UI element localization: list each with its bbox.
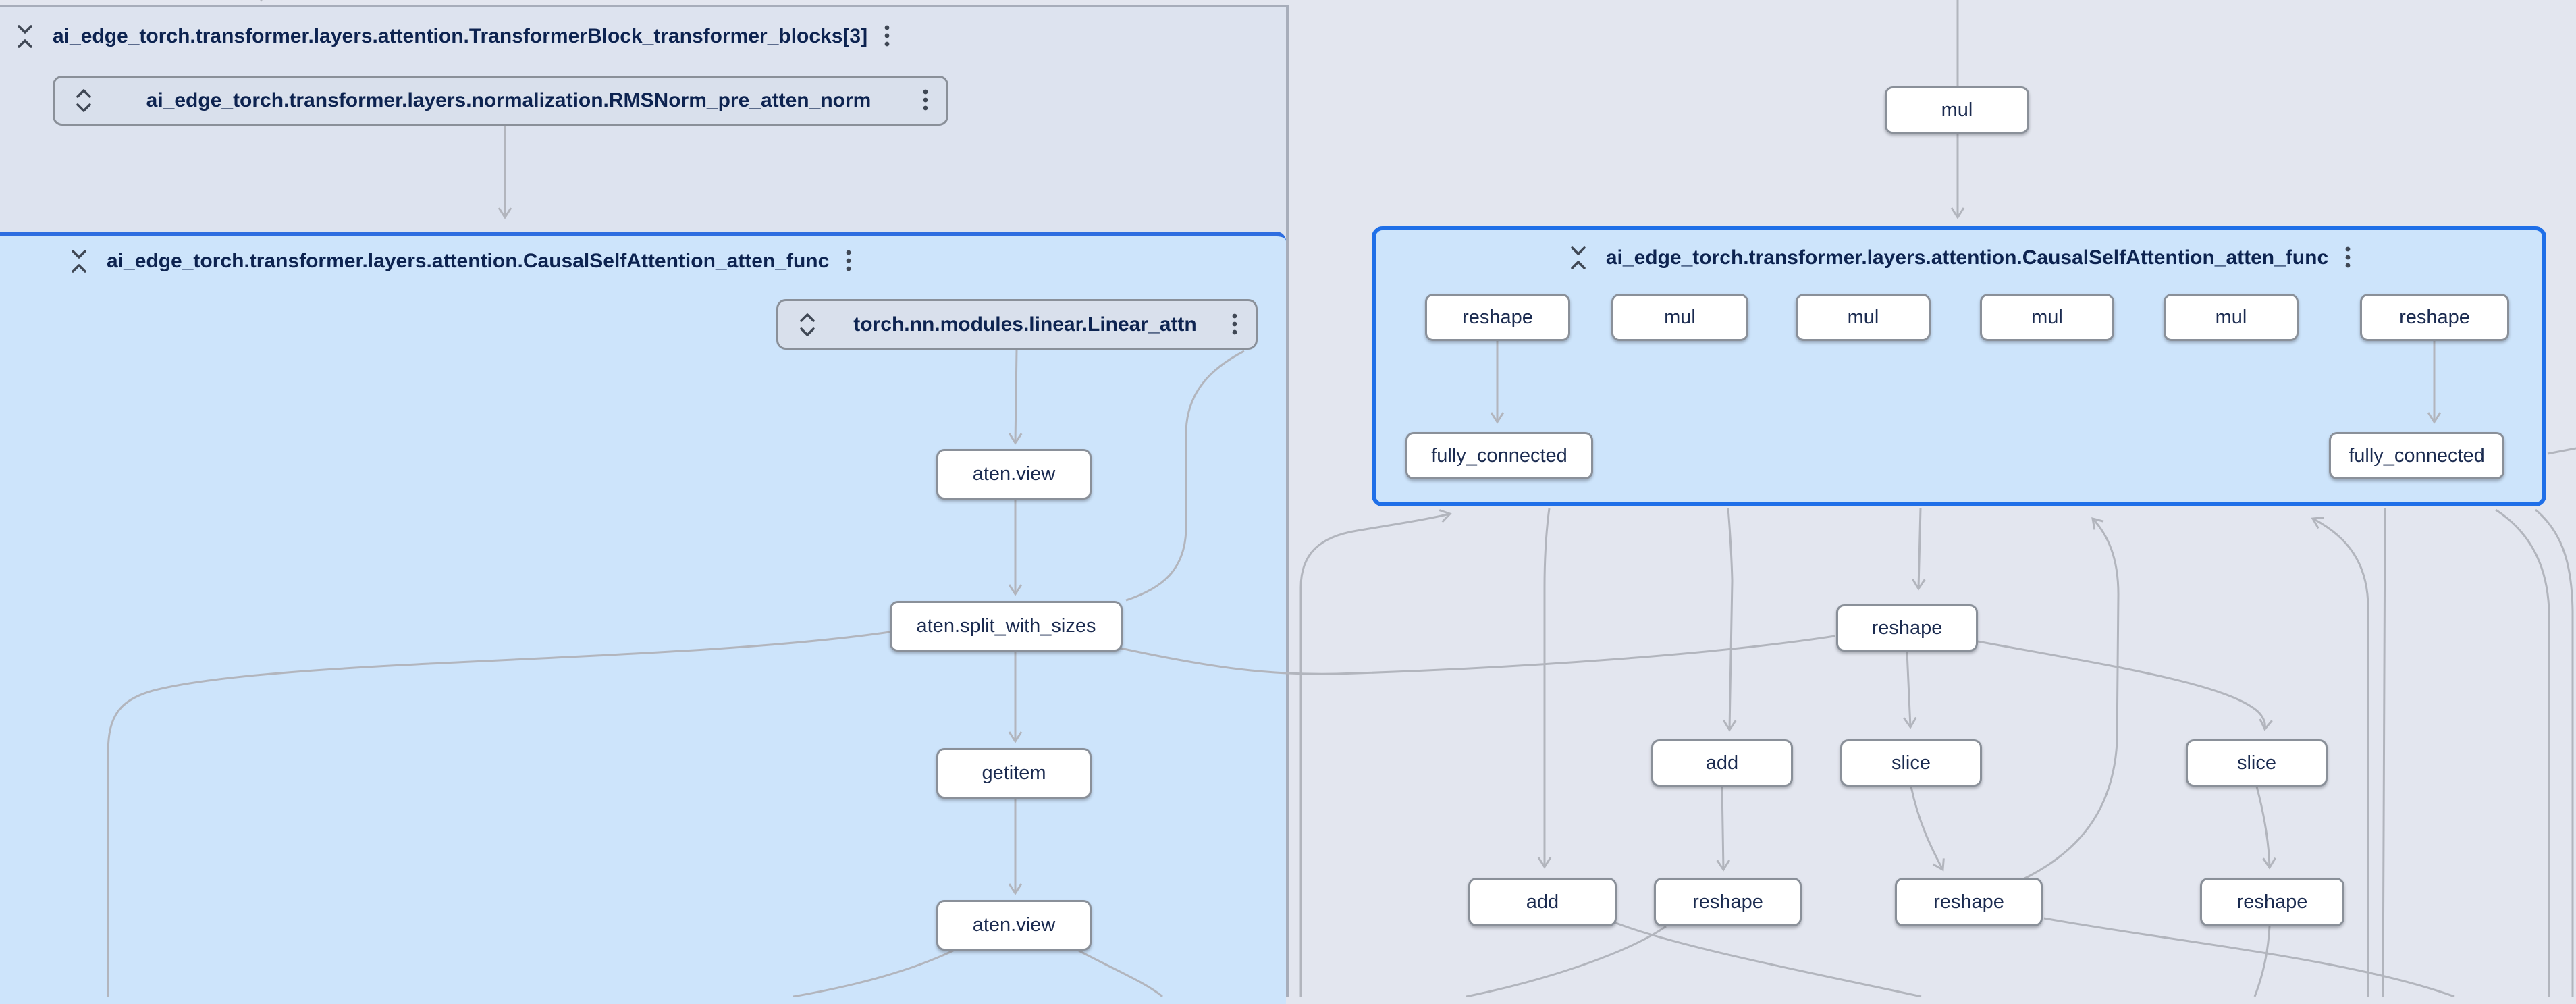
node-label: reshape <box>1462 306 1533 328</box>
node-mul-r2[interactable]: mul <box>1796 294 1931 341</box>
causal-self-attention-right-title: ai_edge_torch.transformer.layers.attenti… <box>1605 246 2329 269</box>
node-label: mul <box>2215 306 2247 328</box>
unfold-less-icon[interactable] <box>1567 242 1590 273</box>
node-label: mul <box>1847 306 1879 328</box>
node-label: reshape <box>1871 616 1943 639</box>
node-label: mul <box>1941 99 1973 121</box>
node-label: fully_connected <box>2349 444 2485 467</box>
kebab-menu-icon[interactable] <box>2344 246 2351 270</box>
node-label: getitem <box>982 762 1046 784</box>
node-fully-connected-2[interactable]: fully_connected <box>2329 432 2504 479</box>
linear-attn-module-node[interactable]: torch.nn.modules.linear.Linear_attn <box>776 299 1258 350</box>
node-label: add <box>1526 891 1559 913</box>
node-reshape-r1[interactable]: reshape <box>1425 294 1570 341</box>
unfold-less-icon[interactable] <box>14 21 36 52</box>
node-reshape-mid[interactable]: reshape <box>1836 604 1978 652</box>
linear-attn-label: torch.nn.modules.linear.Linear_attn <box>853 313 1197 336</box>
node-aten-view-1[interactable]: aten.view <box>936 449 1092 500</box>
node-label: slice <box>2236 751 2276 774</box>
node-label: reshape <box>1692 891 1763 913</box>
causal-self-attention-left-header[interactable]: ai_edge_torch.transformer.layers.attenti… <box>68 244 852 279</box>
kebab-menu-icon[interactable] <box>884 24 890 49</box>
rmsnorm-label: ai_edge_torch.transformer.layers.normali… <box>146 89 871 111</box>
node-label: mul <box>1664 306 1696 328</box>
causal-self-attention-left-title: ai_edge_torch.transformer.layers.attenti… <box>107 250 830 272</box>
node-label: reshape <box>1933 891 2004 913</box>
unfold-less-icon[interactable] <box>68 246 90 277</box>
kebab-menu-icon[interactable] <box>1231 313 1238 337</box>
node-label: reshape <box>2399 306 2470 328</box>
kebab-menu-icon[interactable] <box>922 88 929 113</box>
node-aten-split-with-sizes[interactable]: aten.split_with_sizes <box>890 601 1123 652</box>
node-label: slice <box>1891 751 1931 774</box>
node-label: aten.view <box>972 463 1056 485</box>
node-mul-r3[interactable]: mul <box>1980 294 2114 341</box>
node-add-bottom[interactable]: add <box>1468 878 1617 926</box>
node-fully-connected-1[interactable]: fully_connected <box>1405 432 1593 479</box>
node-label: aten.split_with_sizes <box>916 615 1096 637</box>
node-getitem[interactable]: getitem <box>936 748 1092 799</box>
node-label: fully_connected <box>1431 444 1567 467</box>
transformer-block-header[interactable]: ai_edge_torch.transformer.layers.attenti… <box>14 21 890 52</box>
node-mul-top[interactable]: mul <box>1885 86 2029 134</box>
unfold-more-icon[interactable] <box>796 309 819 340</box>
kebab-menu-icon[interactable] <box>845 249 852 273</box>
node-reshape-r2[interactable]: reshape <box>2360 294 2509 341</box>
node-label: add <box>1705 751 1739 774</box>
node-reshape-b3[interactable]: reshape <box>2200 878 2344 926</box>
node-mul-r4[interactable]: mul <box>2164 294 2299 341</box>
rmsnorm-module-node[interactable]: ai_edge_torch.transformer.layers.normali… <box>53 76 948 126</box>
node-reshape-b1[interactable]: reshape <box>1654 878 1802 926</box>
node-slice-2[interactable]: slice <box>2186 739 2328 787</box>
node-slice-1[interactable]: slice <box>1840 739 1982 787</box>
causal-self-attention-right-header[interactable]: ai_edge_torch.transformer.layers.attenti… <box>1376 238 2542 278</box>
node-label: reshape <box>2236 891 2308 913</box>
unfold-more-icon[interactable] <box>72 85 95 116</box>
transformer-block-title: ai_edge_torch.transformer.layers.attenti… <box>53 25 868 47</box>
node-label: mul <box>2031 306 2063 328</box>
node-aten-view-2[interactable]: aten.view <box>936 900 1092 951</box>
node-label: aten.view <box>972 914 1056 936</box>
node-add-mid[interactable]: add <box>1651 739 1793 787</box>
node-mul-r1[interactable]: mul <box>1611 294 1748 341</box>
node-reshape-b2[interactable]: reshape <box>1895 878 2043 926</box>
